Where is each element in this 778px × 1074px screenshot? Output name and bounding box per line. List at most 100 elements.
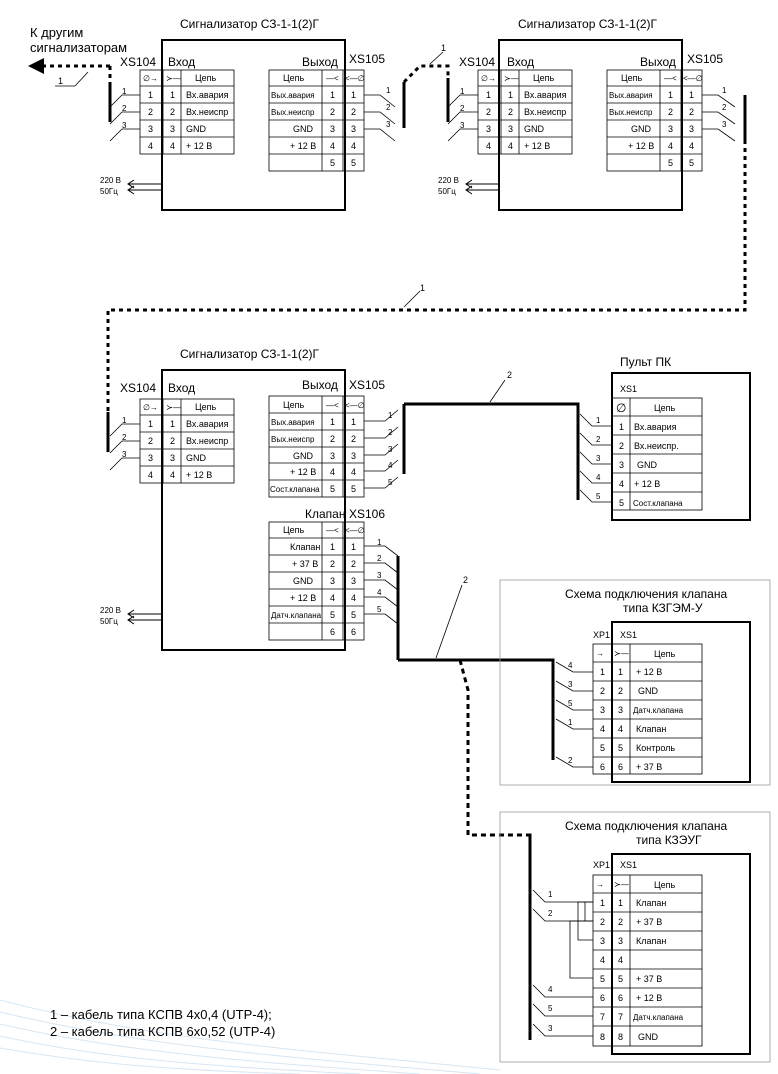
signaler-1-output-label: Выход [302, 55, 338, 69]
svg-text:5: 5 [388, 478, 393, 487]
pult-row-2: Вх.неиспр. [634, 441, 679, 451]
signaler-main-power-frequency: 50Гц [100, 617, 118, 626]
svg-text:1: 1 [486, 90, 491, 100]
svg-text:1: 1 [351, 542, 356, 552]
svg-text:∅: ∅ [616, 401, 626, 415]
pult-row-1: Вх.авария [634, 422, 677, 432]
svg-text:1: 1 [170, 419, 175, 429]
pult-row-5: Сост.клапана [633, 499, 683, 508]
svg-text:≻—: ≻— [166, 74, 181, 83]
svg-text:2: 2 [122, 104, 127, 113]
svg-text:2: 2 [386, 103, 391, 112]
signaler-2-input-row-3: GND [524, 124, 545, 134]
svg-text:4: 4 [618, 724, 623, 734]
cable-to-kzeug-dashed [458, 659, 532, 1040]
pult-body [611, 372, 751, 521]
svg-text:5: 5 [689, 158, 694, 168]
signaler-2-output-row-4: + 12 В [628, 141, 654, 151]
svg-text:3: 3 [486, 124, 491, 134]
svg-text:4: 4 [351, 593, 356, 603]
background-waves [0, 999, 501, 1074]
signaler-main-valve-row-3: GND [293, 576, 314, 586]
svg-text:2: 2 [722, 103, 727, 112]
signaler-2-body [498, 39, 683, 211]
signaler-unit-2: Сигнализатор СЗ-1-1(2)Г XS104 Вход Выход… [438, 17, 747, 211]
signaler-1-output-row-2: Вых.неиспр [271, 108, 315, 117]
signaler-1-input-row-3: GND [186, 124, 207, 134]
svg-text:5: 5 [330, 610, 335, 620]
svg-text:2: 2 [148, 107, 153, 117]
svg-text:6: 6 [330, 627, 335, 637]
signaler-main-input-row-2: Вх.неиспр [186, 436, 228, 446]
schema-kzeug-title-line2: типа КЗЭУГ [636, 833, 702, 847]
pult-row-3: GND [637, 460, 658, 470]
signaler-main-output-row-4: + 12 В [290, 467, 316, 477]
schema-kzgem-row-1: + 12 В [636, 667, 662, 677]
signaler-1-input-header: Цепь [195, 73, 217, 83]
signaler-2-title: Сигнализатор СЗ-1-1(2)Г [518, 17, 657, 31]
svg-text:4: 4 [689, 141, 694, 151]
schema-kzeug-row-5: + 37 В [636, 974, 662, 984]
schema-kzeug-xp1: XP1 [593, 860, 610, 870]
svg-text:2: 2 [618, 686, 623, 696]
svg-text:2: 2 [600, 686, 605, 696]
signaler-2-power-voltage: 220 В [438, 176, 459, 185]
svg-text:5: 5 [330, 484, 335, 494]
svg-text:1: 1 [170, 90, 175, 100]
svg-text:6: 6 [351, 627, 356, 637]
svg-text:4: 4 [388, 461, 393, 470]
signaler-1-power-voltage: 220 В [100, 176, 121, 185]
svg-text:8: 8 [600, 1032, 605, 1042]
svg-text:3: 3 [330, 576, 335, 586]
svg-text:2: 2 [689, 107, 694, 117]
svg-text:5: 5 [596, 492, 601, 501]
svg-text:1: 1 [388, 411, 393, 420]
svg-text:4: 4 [619, 479, 624, 489]
svg-text:1: 1 [460, 87, 465, 96]
svg-text:6: 6 [600, 993, 605, 1003]
svg-text:4: 4 [600, 955, 605, 965]
svg-text:≻—: ≻— [614, 649, 629, 658]
svg-text:2: 2 [460, 104, 465, 113]
svg-text:1: 1 [600, 898, 605, 908]
signaler-1-input-row-4: + 12 В [186, 141, 212, 151]
svg-text:4: 4 [351, 141, 356, 151]
svg-text:4: 4 [486, 141, 491, 151]
svg-text:5: 5 [619, 498, 624, 508]
svg-text:4: 4 [148, 470, 153, 480]
signaler-main-valve-row-5: Датч.клапана [271, 611, 322, 620]
signaler-2-output-label: Выход [640, 55, 676, 69]
signaler-1-xs104-label: XS104 [120, 55, 156, 69]
pult-header: Цепь [654, 403, 676, 413]
svg-text:3: 3 [122, 450, 127, 459]
schema-kzgem-row-5: Контроль [636, 743, 675, 753]
schema-kzgem-wire-2: 3 [568, 680, 573, 689]
signaler-unit-1: Сигнализатор СЗ-1-1(2)Г XS104 Вход Выход… [100, 17, 406, 211]
signaler-main-input-row-4: + 12 В [186, 470, 212, 480]
svg-text:3: 3 [619, 460, 624, 470]
signaler-2-output-row-1: Вых.авария [609, 91, 653, 100]
svg-text:5: 5 [618, 743, 623, 753]
signaler-main-input-row-3: GND [186, 453, 207, 463]
svg-text:—<: —< [664, 74, 677, 83]
signaler-1-output-row-3: GND [293, 124, 314, 134]
legend-line-1: 1 – кабель типа КСПВ 4х0,4 (UTP-4); [50, 1007, 272, 1022]
svg-text:<—∅: <—∅ [345, 401, 365, 410]
schema-kzgem-frame [499, 579, 771, 786]
svg-text:3: 3 [596, 454, 601, 463]
svg-text:1: 1 [148, 90, 153, 100]
schema-kzgem-header: Цепь [654, 649, 676, 659]
svg-text:3: 3 [600, 936, 605, 946]
cable-to-pult [404, 402, 580, 500]
svg-text:3: 3 [388, 445, 393, 454]
svg-text:—<: —< [326, 74, 339, 83]
svg-text:∅→: ∅→ [143, 74, 158, 83]
svg-text:2: 2 [377, 554, 382, 563]
svg-text:2: 2 [330, 559, 335, 569]
svg-text:5: 5 [618, 974, 623, 984]
svg-text:2: 2 [330, 434, 335, 444]
signaler-2-input-row-1: Вх.авария [524, 90, 567, 100]
svg-text:1: 1 [596, 416, 601, 425]
svg-text:2: 2 [351, 434, 356, 444]
svg-text:2: 2 [330, 107, 335, 117]
